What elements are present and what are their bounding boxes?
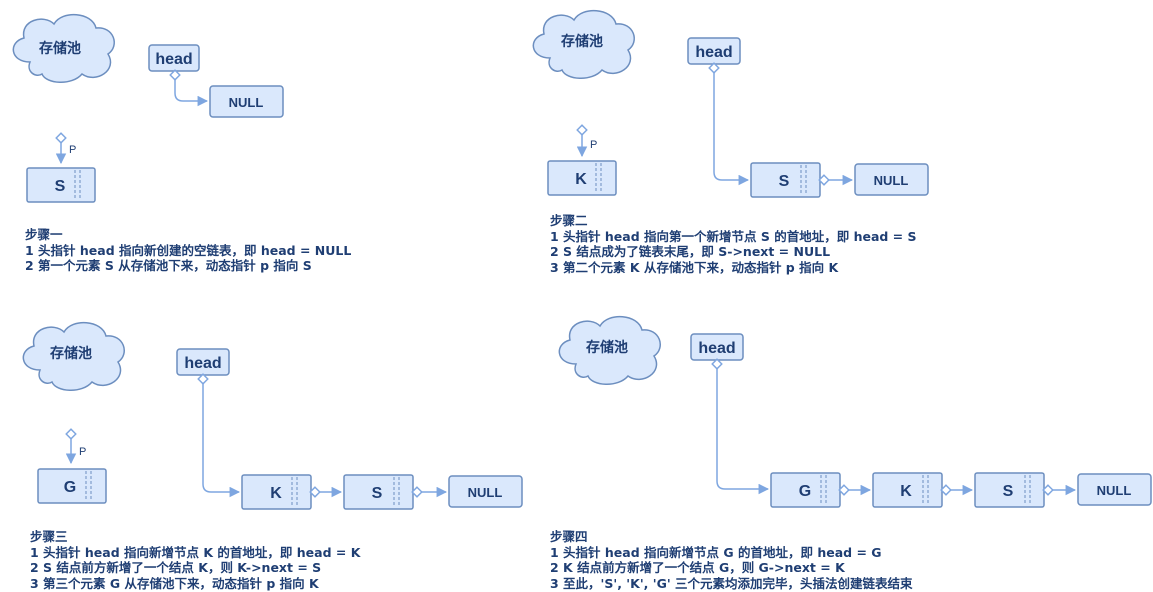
step-3-title: 步骤三 (30, 529, 68, 544)
node-k: K (872, 472, 943, 508)
panel-step-2: 存储池 head S NULL P K (532, 10, 929, 198)
head-label: head (698, 340, 735, 357)
node-s-label: S (779, 173, 790, 190)
step-2-title: 步骤二 (550, 213, 588, 228)
storage-pool-cloud: 存储池 (22, 322, 125, 391)
node-k: K (241, 474, 312, 510)
step-1-title: 步骤一 (25, 227, 63, 242)
panel-step-3: 存储池 head K S NULL P (22, 322, 523, 510)
step-4-description: 步骤四 1 头指针 head 指向新增节点 G 的首地址，即 head = G … (550, 529, 913, 591)
storage-pool-cloud: 存储池 (558, 316, 661, 385)
head-label: head (184, 355, 221, 372)
head-to-k-arrow (197, 373, 241, 498)
step-1-line-1: 1 头指针 head 指向新创建的空链表，即 head = NULL (25, 242, 352, 258)
null-label: NULL (1097, 483, 1132, 498)
node-s-label: S (55, 178, 66, 195)
step-2-line-2: 2 S 结点成为了链表末尾，即 S->next = NULL (550, 244, 831, 259)
head-box: head (148, 44, 200, 72)
node-s: S (26, 167, 96, 203)
head-label: head (155, 51, 192, 68)
node-s: S (343, 474, 414, 510)
step-2-line-3: 3 第二个元素 K 从存储池下来，动态指针 p 指向 K (550, 259, 839, 275)
null-label: NULL (874, 173, 909, 188)
storage-pool-cloud: 存储池 (12, 14, 115, 83)
step-2-description: 步骤二 1 头指针 head 指向第一个新增节点 S 的首地址，即 head =… (550, 213, 917, 275)
pointer-p-label: P (590, 139, 597, 151)
step-4-line-3: 3 至此，'S', 'K', 'G' 三个元素均添加完毕，头插法创建链表结束 (550, 575, 913, 591)
pointer-p-label: P (79, 446, 86, 458)
head-box: head (687, 37, 741, 65)
node-k-label: K (270, 485, 282, 502)
null-box: NULL (854, 163, 929, 196)
step-4-title: 步骤四 (550, 529, 588, 544)
step-1-description: 步骤一 1 头指针 head 指向新创建的空链表，即 head = NULL 2… (25, 227, 351, 274)
step-3-line-1: 1 头指针 head 指向新增节点 K 的首地址，即 head = K (30, 544, 361, 560)
step-4-line-2: 2 K 结点前方新增了一个结点 G，则 G->next = K (550, 560, 845, 575)
node-s-label: S (1003, 483, 1014, 500)
storage-pool-label: 存储池 (561, 33, 603, 49)
node-s-label: S (372, 485, 383, 502)
storage-pool-label: 存储池 (586, 339, 628, 355)
head-box: head (690, 333, 744, 361)
step-3-description: 步骤三 1 头指针 head 指向新增节点 K 的首地址，即 head = K … (30, 529, 360, 591)
storage-pool-label: 存储池 (50, 345, 92, 361)
node-s: S (974, 472, 1045, 508)
pointer-p-label: P (69, 144, 76, 156)
head-to-g-arrow (711, 358, 770, 495)
step-2-line-1: 1 头指针 head 指向第一个新增节点 S 的首地址，即 head = S (550, 228, 917, 244)
node-k-label: K (900, 483, 912, 500)
step-3-line-3: 3 第三个元素 G 从存储池下来，动态指针 p 指向 K (30, 575, 319, 591)
node-g: G (770, 472, 841, 508)
node-g: G (37, 468, 107, 504)
null-label: NULL (229, 95, 264, 110)
null-box: NULL (209, 85, 284, 118)
head-to-s-arrow (708, 62, 750, 186)
node-g-label: G (799, 483, 811, 500)
panel-step-4: 存储池 head G K S NULL (558, 316, 1152, 508)
step-3-line-2: 2 S 结点前方新增了一个结点 K，则 K->next = S (30, 560, 322, 575)
head-box: head (176, 348, 230, 376)
head-to-null-arrow (169, 69, 209, 107)
panel-step-1: 存储池 head NULL P S (12, 14, 284, 203)
storage-pool-cloud: 存储池 (532, 10, 635, 79)
head-label: head (695, 44, 732, 61)
node-s: S (750, 162, 821, 198)
null-label: NULL (468, 485, 503, 500)
node-k: K (547, 160, 617, 196)
step-1-line-2: 2 第一个元素 S 从存储池下来，动态指针 p 指向 S (25, 258, 312, 273)
null-box: NULL (448, 475, 523, 508)
null-box: NULL (1077, 473, 1152, 506)
node-g-label: G (64, 479, 76, 496)
storage-pool-label: 存储池 (39, 40, 81, 56)
step-4-line-1: 1 头指针 head 指向新增节点 G 的首地址，即 head = G (550, 544, 882, 560)
node-k-label: K (575, 171, 587, 188)
